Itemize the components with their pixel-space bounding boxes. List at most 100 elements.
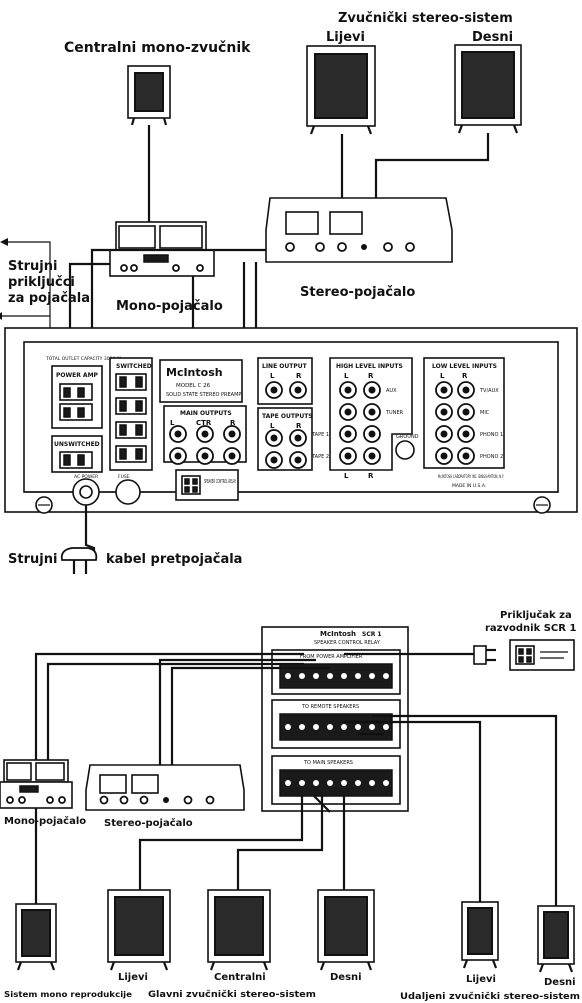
ground-terminal: GROUND — [395, 434, 419, 460]
plug-icon — [60, 547, 98, 574]
tape-l-label: L — [270, 422, 275, 430]
bottom-stereo-amplifier — [85, 764, 245, 811]
line-l-label: L — [270, 372, 275, 380]
power-amp-socket-group: TOTAL OUTLET CAPACITY 3000 W POWER AMP — [45, 356, 122, 429]
low-mic-label: MIC — [480, 410, 490, 416]
low-level-inputs-label: LOW LEVEL INPUTS — [432, 363, 497, 370]
stereo-left-label: Lijevi — [326, 30, 365, 45]
mono-amplifier — [109, 221, 215, 277]
remote-right-speaker — [537, 905, 575, 973]
tape-outputs-group: TAPE OUTPUTS L R — [257, 407, 313, 471]
high-tape2-label: TAPE 2 — [311, 454, 329, 460]
center-mono-speaker — [127, 65, 171, 126]
power-cable-entry: AC POWER FUSE — [72, 474, 141, 506]
low-l-label: L — [440, 372, 445, 380]
main-cross-wire — [313, 795, 331, 813]
stereo-right-speaker — [454, 44, 522, 134]
scr-terminals — [285, 673, 389, 786]
cord-note: AC POWER — [74, 474, 98, 480]
power-amp-label: POWER AMP — [56, 372, 99, 379]
high-r-label-bottom: R — [368, 472, 374, 480]
scr-brand: McIntosh — [320, 630, 356, 638]
low-phono1-label: PHONO 1 — [480, 432, 503, 438]
high-tuner-label: TUNER — [385, 410, 404, 416]
center-speaker-label: Centralni mono-zvučnik — [64, 40, 251, 56]
line-output-group: LINE OUTPUT L R — [257, 357, 313, 405]
main-out-l-label: L — [170, 419, 175, 427]
main-outputs-label: MAIN OUTPUTS — [180, 410, 232, 417]
switched-label: SWITCHED — [116, 363, 152, 370]
power-arrow-head-2 — [0, 312, 2, 320]
scr-section-1: FROM POWER AMPLIFIER — [300, 654, 363, 660]
power-sockets-label-1: Strujni — [8, 259, 57, 274]
scr-socket-label: SPEAKER CONTROL RELAY — [204, 479, 236, 485]
panel-brand: McIntosh — [166, 366, 223, 379]
remote-left-label: Lijevi — [466, 974, 496, 985]
panel-socket-note: TOTAL OUTLET CAPACITY 3000 W — [45, 356, 122, 362]
low-phono2-label: PHONO 2 — [480, 454, 503, 460]
main-right-speaker — [317, 889, 375, 971]
main-center-label: Centralni — [214, 972, 266, 983]
scr-connector-label-1: Priključak za — [500, 609, 572, 621]
high-l-label: L — [344, 372, 349, 380]
bottom-mono-amplifier — [0, 759, 73, 809]
scr-connector-label-2: razvodnik SCR 1 — [485, 623, 576, 634]
scr-section-2: TO REMOTE SPEAKERS — [301, 704, 359, 710]
caption-mono: Sistem mono reprodukcije — [4, 990, 133, 999]
speaker-system-title: Zvučnički stereo-sistem — [338, 11, 513, 26]
stereo-right-label: Desni — [472, 30, 513, 45]
high-aux-label: AUX — [386, 388, 397, 394]
high-r-label: R — [368, 372, 374, 380]
right-speaker-wire — [374, 133, 490, 198]
remote-right-label: Desni — [544, 977, 576, 988]
fuse-note: FUSE — [118, 474, 130, 480]
main-left-wire — [138, 796, 304, 890]
power-cable-label-2: kabel pretpojačala — [106, 552, 242, 567]
remote-left-wire — [344, 720, 482, 902]
bottom-mono-amp-label: Mono-pojačalo — [4, 815, 86, 827]
line-r-label: R — [296, 372, 302, 380]
main-left-label: Lijevi — [118, 972, 148, 983]
panel-screw-right — [533, 496, 551, 514]
remote-left-speaker — [461, 901, 499, 969]
mono-amp-label: Mono-pojačalo — [116, 299, 223, 314]
panel-model-sub: SOLID STATE STEREO PREAMP — [166, 392, 241, 398]
scr-section-3: TO MAIN SPEAKERS — [303, 760, 353, 766]
switched-socket-group: SWITCHED — [109, 357, 153, 471]
made-in-label: MADE IN U.S.A. — [452, 483, 486, 489]
power-arrow-head-1 — [0, 238, 8, 246]
tape-outputs-label: TAPE OUTPUTS — [262, 413, 313, 420]
stereo-amp-to-scr-wire-2 — [170, 666, 330, 765]
mono-system-speaker — [15, 903, 57, 971]
stereo-amp-label: Stereo-pojačalo — [300, 285, 415, 300]
tape-r-label: R — [296, 422, 302, 430]
scr-socket-icon — [509, 639, 575, 671]
power-sockets-label-2: priključci — [8, 275, 75, 290]
high-level-inputs-group: HIGH LEVEL INPUTS L R AUX TUNER TAPE 1 T… — [311, 357, 413, 480]
low-tvaux-label: TV/AUX — [479, 388, 499, 394]
low-r-label: R — [462, 372, 468, 380]
stereo-amp-to-scr-wire — [158, 658, 316, 765]
mono-amp-to-scr-wire-2 — [46, 662, 304, 760]
remote-right-wire — [372, 714, 558, 906]
speaker-control-relay-socket: SPEAKER CONTROL RELAY — [175, 469, 239, 501]
high-l-label-bottom: L — [344, 472, 349, 480]
power-cable-label-1: Strujni — [8, 552, 57, 567]
scr-model: SCR 1 — [362, 631, 382, 638]
main-out-ctr-label: CTR — [196, 419, 212, 427]
main-right-label: Desni — [330, 972, 362, 983]
scr-plug-icon — [473, 645, 496, 665]
stereo-amplifier — [265, 197, 453, 263]
panel-maker-note: McINTOSH LABORATORY INC. BINGHAMTON, N.Y… — [438, 474, 504, 480]
high-tape1-label: TAPE 1 — [311, 432, 329, 438]
ground-label: GROUND — [396, 434, 419, 440]
power-sockets-label-3: za pojačala — [8, 291, 90, 306]
model-plate: McIntosh MODEL C 26 SOLID STATE STEREO P… — [159, 359, 243, 403]
main-center-speaker — [207, 889, 271, 971]
scr-title: SPEAKER CONTROL RELAY — [314, 640, 381, 646]
main-left-speaker — [107, 889, 171, 971]
mono-amp-to-scr-wire — [34, 652, 304, 760]
caption-remote: Udaljeni zvučnički stereo-sistem — [400, 991, 580, 1002]
bottom-stereo-amp-label: Stereo-pojačalo — [104, 817, 193, 829]
caption-main: Glavni zvučnički stereo-sistem — [148, 989, 316, 1000]
